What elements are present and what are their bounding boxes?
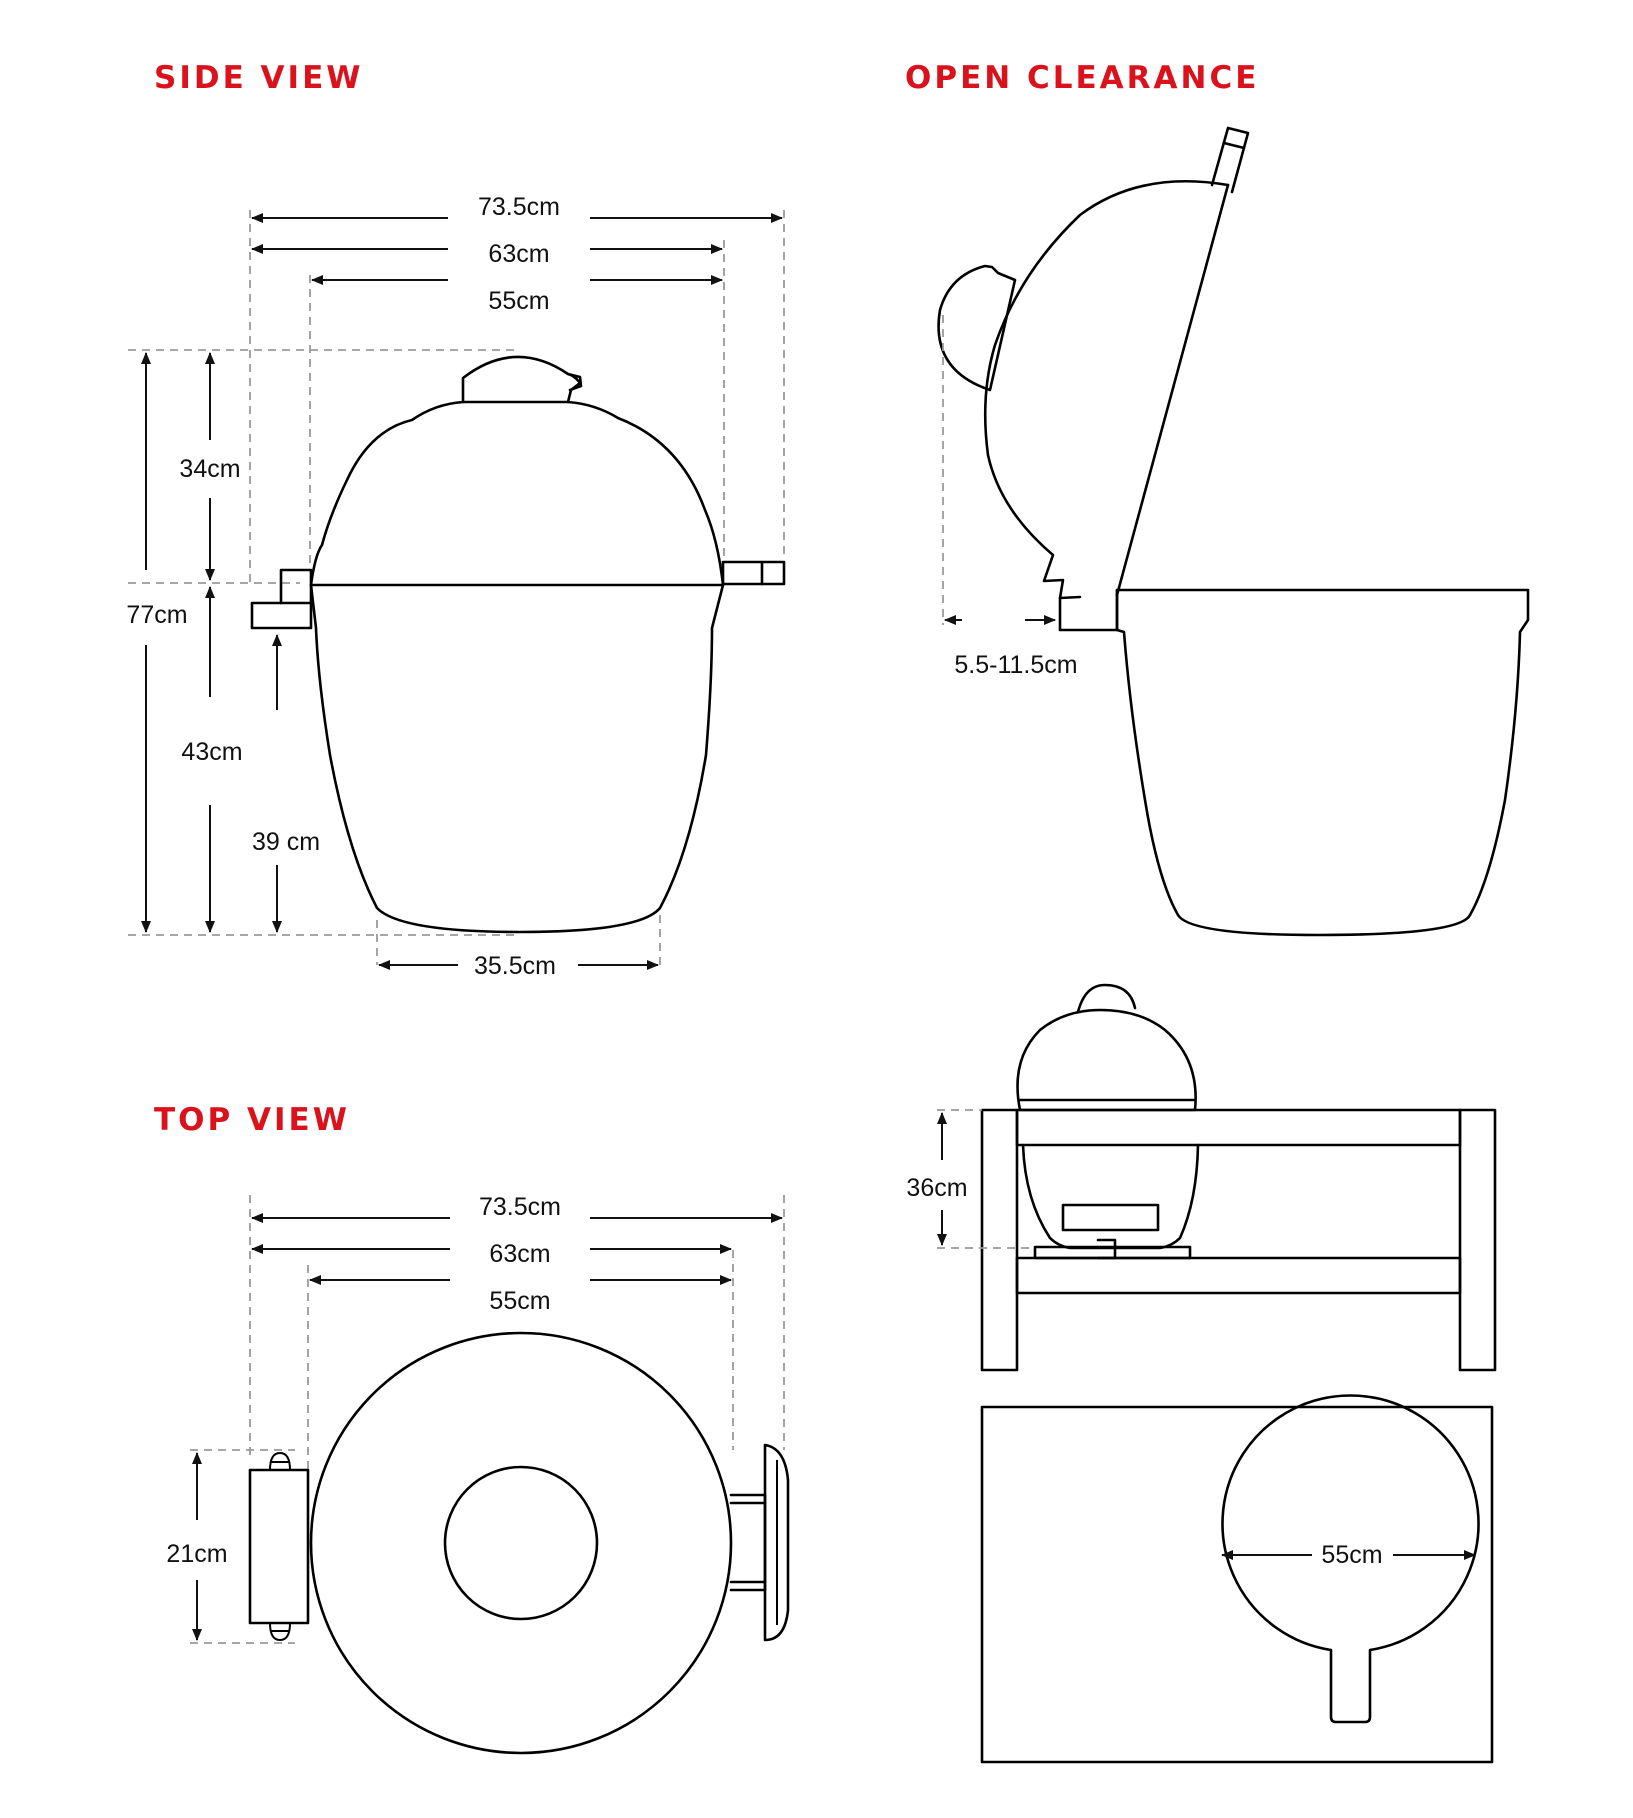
top-view-heading: TOP VIEW [154,1102,350,1138]
top-shelf-depth-label: 21cm [166,1540,227,1568]
top-width-body-label: 63cm [489,1240,550,1268]
side-view-drawing [128,210,786,970]
side-view-labels: 73.5cm 63cm 55cm 34cm 77cm 43cm 39 cm 35… [126,193,560,980]
top-width-overall-label: 73.5cm [479,1193,561,1221]
side-width-inner-label: 55cm [488,287,549,315]
side-total-height-label: 77cm [126,601,187,629]
table-cutout-diameter-label: 55cm [1321,1541,1382,1569]
side-base-width-label: 35.5cm [474,952,556,980]
table-top-drawing [980,1394,1494,1764]
side-width-body-label: 63cm [488,240,549,268]
table-side-drawing [937,983,1497,1372]
open-clearance-heading: OPEN CLEARANCE [905,60,1259,96]
open-clearance-drawing [937,126,1530,937]
side-view-heading: SIDE VIEW [154,60,363,96]
table-inset-height-label: 36cm [906,1174,967,1202]
top-width-inner-label: 55cm [489,1287,550,1315]
side-lid-height-label: 34cm [179,455,240,483]
top-view-drawing [190,1195,790,1755]
side-base-height-label: 43cm [181,738,242,766]
side-width-overall-label: 73.5cm [478,193,560,221]
top-view-labels: 73.5cm 63cm 55cm 21cm [166,1193,561,1568]
side-handle-height-label: 39 cm [252,828,320,856]
open-clearance-label: 5.5-11.5cm [954,651,1077,679]
